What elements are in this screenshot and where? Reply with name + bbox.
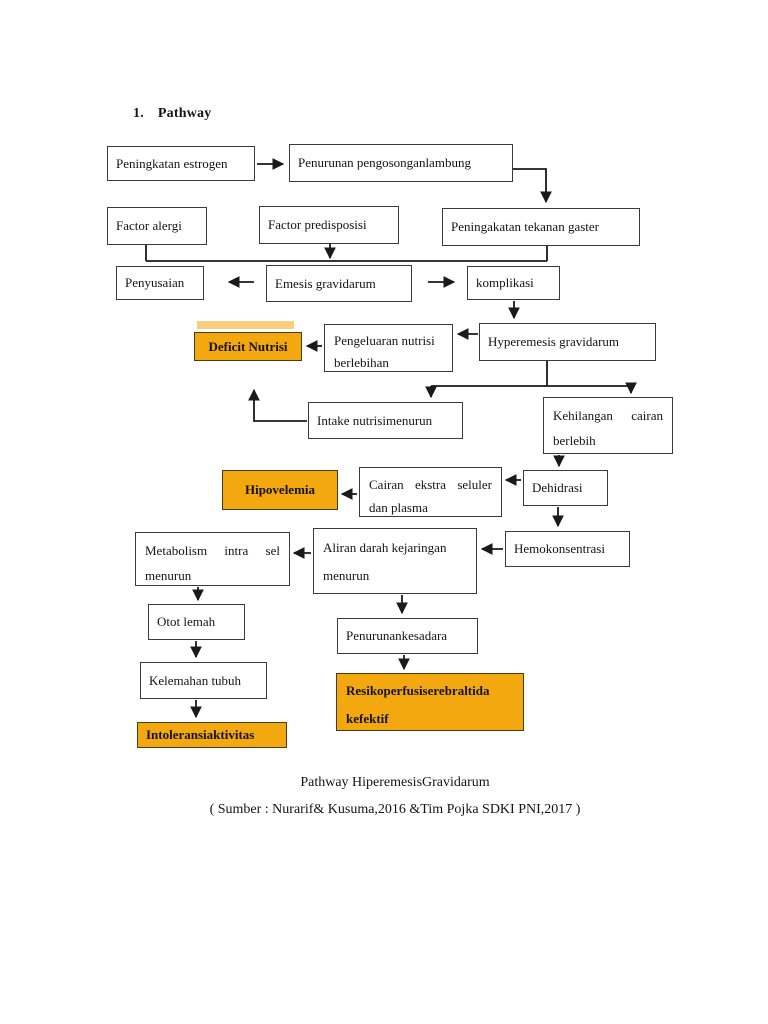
- node-deficit-nutrisi: Deficit Nutrisi: [194, 332, 302, 361]
- node-intoleransi-aktivitas: Intoleransiaktivitas: [137, 722, 287, 748]
- highlight-artifact: [197, 321, 294, 329]
- node-peningakatan-tekanan-gaster: Peningakatan tekanan gaster: [442, 208, 640, 246]
- node-aliran-darah: Aliran darah kejaringan menurun: [313, 528, 477, 594]
- node-peningkatan-estrogen: Peningkatan estrogen: [107, 146, 255, 181]
- node-cairan-ekstra: Cairan ekstra seluler dan plasma: [359, 467, 502, 517]
- node-factor-predisposisi: Factor predisposisi: [259, 206, 399, 244]
- node-otot-lemah: Otot lemah: [148, 604, 245, 640]
- node-hemokonsentrasi: Hemokonsentrasi: [505, 531, 630, 567]
- connector-pengosongan-to-tekanan-gaster: [513, 168, 552, 204]
- node-hipovelemia: Hipovelemia: [222, 470, 338, 510]
- figure-caption-title: Pathway HiperemesisGravidarum: [300, 775, 490, 790]
- node-emesis-gravidarum: Emesis gravidarum: [266, 265, 412, 302]
- node-penurunan-pengosongan: Penurunan pengosonganlambung: [289, 144, 513, 182]
- node-metabolism-intra-sel: Metabolism intra sel menurun: [135, 532, 290, 586]
- node-dehidrasi: Dehidrasi: [523, 470, 608, 506]
- title-number: 1.: [133, 106, 144, 121]
- node-hyperemesis-gravidarum: Hyperemesis gravidarum: [479, 323, 656, 361]
- title-text: Pathway: [157, 106, 212, 121]
- page-title: 1. Pathway: [133, 106, 211, 122]
- node-penyusaian: Penyusaian: [116, 266, 204, 300]
- node-penurunan-kesadara: Penurunankesadara: [337, 618, 478, 654]
- connector-intake-to-deficit: [248, 388, 307, 422]
- figure-caption-source: ( Sumber : Nurarif& Kusuma,2016 &Tim Poj…: [209, 802, 581, 817]
- node-komplikasi: komplikasi: [467, 266, 560, 300]
- node-pengeluaran-nutrisi: Pengeluaran nutrisi berlebihan: [324, 324, 453, 372]
- node-intake-nutrisi: Intake nutrisimenurun: [308, 402, 463, 439]
- node-kehilangan-cairan: Kehilangan cairan berlebih: [543, 397, 673, 454]
- node-resiko-perfusi: Resikoperfusiserebraltida kefektif: [336, 673, 524, 731]
- node-factor-alergi: Factor alergi: [107, 207, 207, 245]
- node-kelemahan-tubuh: Kelemahan tubuh: [140, 662, 267, 699]
